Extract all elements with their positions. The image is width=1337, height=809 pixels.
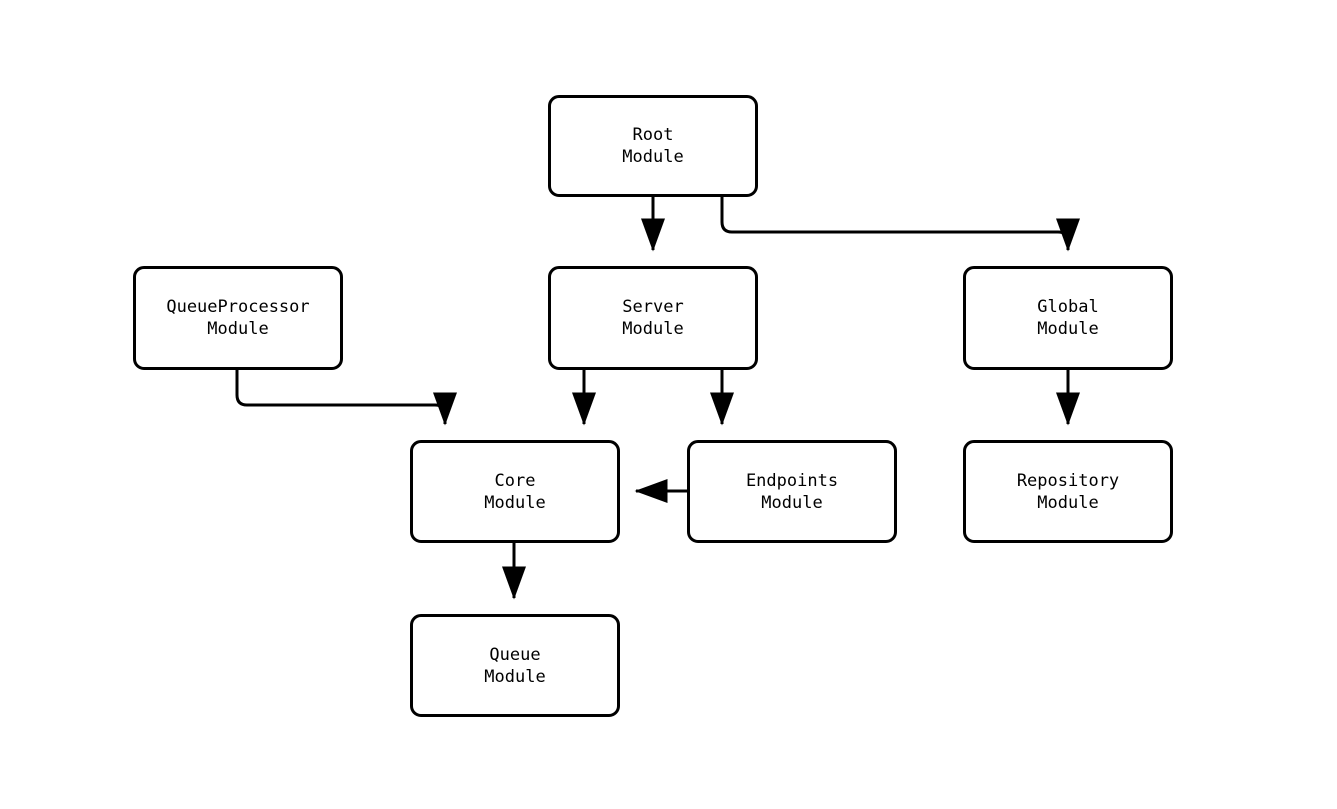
node-queueprocessor-module[interactable]: QueueProcessor Module bbox=[133, 266, 343, 370]
node-core-module-title: Core bbox=[494, 470, 536, 491]
edge-root-to-global bbox=[720, 197, 1080, 252]
node-queue-module-subtitle: Module bbox=[484, 666, 546, 687]
node-server-module-subtitle: Module bbox=[622, 319, 684, 339]
node-root-module[interactable]: Root Module bbox=[548, 95, 758, 197]
node-endpoints-module-title: Endpoints bbox=[745, 470, 839, 491]
node-queueprocessor-module-title: QueueProcessor bbox=[166, 297, 310, 317]
node-endpoints-module-subtitle: Module bbox=[761, 492, 823, 513]
node-queueprocessor-module-subtitle: Module bbox=[207, 319, 269, 339]
node-queue-module[interactable]: Queue Module bbox=[410, 614, 620, 717]
node-repository-module[interactable]: Repository Module bbox=[963, 440, 1173, 543]
node-repository-module-subtitle: Module bbox=[1037, 492, 1099, 513]
node-core-module[interactable]: Core Module bbox=[410, 440, 620, 543]
node-endpoints-module[interactable]: Endpoints Module bbox=[687, 440, 897, 543]
node-global-module-subtitle: Module bbox=[1037, 319, 1099, 339]
node-global-module-title: Global bbox=[1037, 297, 1099, 317]
node-repository-module-title: Repository bbox=[1016, 470, 1120, 491]
edge-queueprocessor-to-core bbox=[235, 370, 457, 426]
node-root-module-subtitle: Module bbox=[622, 147, 684, 167]
node-server-module-title: Server bbox=[622, 297, 684, 317]
node-root-module-title: Root bbox=[632, 125, 674, 145]
node-queue-module-title: Queue bbox=[489, 644, 541, 665]
node-core-module-subtitle: Module bbox=[484, 492, 546, 513]
node-server-module[interactable]: Server Module bbox=[548, 266, 758, 370]
node-global-module[interactable]: Global Module bbox=[963, 266, 1173, 370]
